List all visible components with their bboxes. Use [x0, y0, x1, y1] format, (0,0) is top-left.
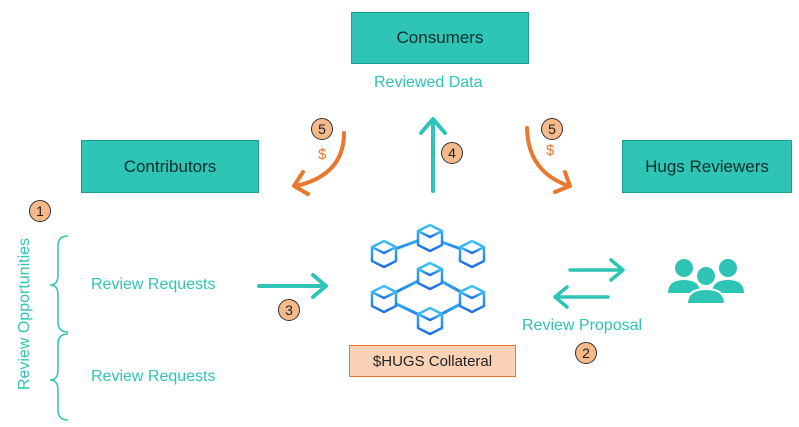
dollar-right: $ — [546, 142, 555, 159]
consumers-box: Consumers — [351, 12, 529, 64]
bracket-bottom — [49, 333, 69, 421]
contributors-box: Contributors — [81, 140, 259, 193]
arrow-left-review-proposal — [553, 285, 610, 309]
step-badge-2: 2 — [575, 342, 597, 364]
step-badge-4: 4 — [441, 142, 463, 164]
hugs-collateral-label: $HUGS Collateral — [349, 345, 516, 377]
arrow-up-reviewed-data — [419, 117, 447, 193]
arrow-right-review-requests — [257, 273, 328, 299]
step-badge-1: 1 — [29, 200, 51, 222]
arrow-right-to-reviewers — [568, 258, 625, 282]
cube-nodes — [370, 223, 486, 336]
step-badge-5-left: 5 — [311, 118, 333, 140]
reviewed-data-label: Reviewed Data — [374, 74, 483, 91]
dollar-left: $ — [318, 146, 327, 163]
review-requests-label-1: Review Requests — [91, 276, 216, 293]
people-group-icon — [668, 259, 744, 305]
orange-arrow-to-contributors — [292, 131, 346, 196]
hugs-reviewers-box: Hugs Reviewers — [622, 140, 792, 193]
step-badge-3: 3 — [278, 299, 300, 321]
step-badge-5-right: 5 — [541, 118, 563, 140]
orange-arrow-to-reviewers — [525, 126, 572, 194]
bracket-top — [49, 235, 69, 333]
review-requests-label-2: Review Requests — [91, 368, 216, 385]
review-proposal-label: Review Proposal — [522, 317, 643, 334]
